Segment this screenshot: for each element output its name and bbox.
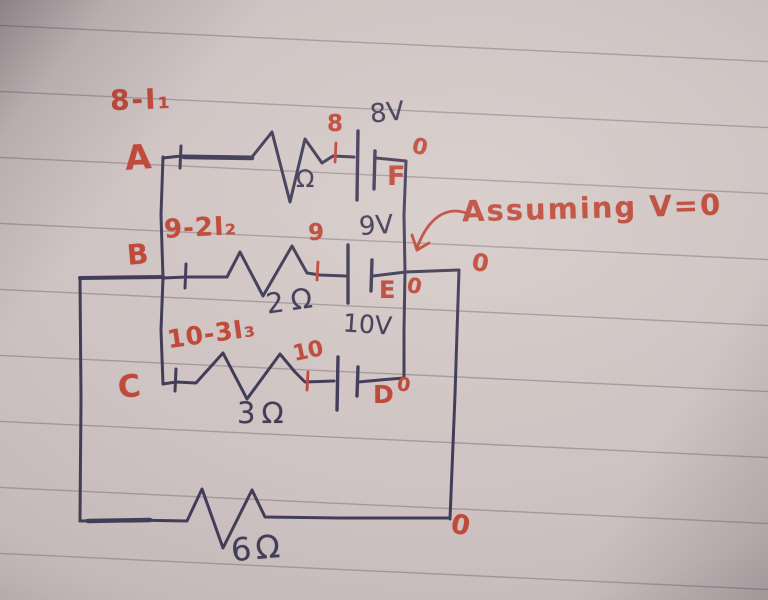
label-node-e: E	[379, 276, 396, 304]
wire-branch-a-thick	[181, 154, 255, 161]
battery-9v-short-plate	[369, 258, 374, 293]
battery-9v	[346, 243, 374, 305]
annotation-arrow-icon	[410, 209, 468, 252]
label-current-branch1: 8	[327, 111, 344, 137]
wire-a-to-b	[159, 155, 165, 280]
battery-8v-short-plate	[372, 149, 377, 191]
label-equation-branch1: 8-I₁	[109, 81, 173, 118]
tick-node-c	[173, 367, 178, 393]
tick-node-a	[178, 144, 183, 170]
circuit-wires	[78, 130, 461, 550]
label-battery-9v: 9V	[357, 209, 395, 243]
battery-10v-long-plate	[335, 355, 340, 412]
wire-b-left-extension	[78, 275, 165, 280]
label-current-branch2: 9	[308, 220, 325, 246]
wire-branch-c	[161, 351, 336, 401]
label-battery-8v: 8V	[368, 96, 406, 130]
label-resistor-r2: 2Ω	[263, 280, 322, 321]
label-resistor-r3: 3Ω	[237, 396, 290, 430]
red-tick-branch-b	[315, 260, 320, 282]
label-equation-branch2: 9-2I₂	[163, 211, 238, 245]
ruled-lines	[0, 24, 768, 591]
wire-branch-b	[161, 244, 348, 298]
red-tick-branch-c	[305, 370, 310, 392]
label-battery-10v: 10V	[342, 308, 393, 341]
wire-d-corner	[356, 376, 406, 384]
wire-bottom-thick	[85, 517, 153, 524]
battery-8v	[355, 129, 377, 202]
wire-left-outer	[78, 276, 83, 523]
red-marks	[305, 141, 468, 392]
battery-10v-short-plate	[355, 365, 360, 398]
label-node-c: C	[116, 367, 143, 407]
battery-8v-long-plate	[355, 129, 360, 202]
wire-right-outer	[448, 268, 461, 521]
label-node-d: D	[373, 380, 394, 409]
label-resistor-r4: 6Ω	[229, 526, 286, 570]
wire-b-to-c	[159, 276, 165, 386]
wire-f-to-e-to-d	[402, 159, 408, 380]
label-node-b: B	[125, 237, 150, 272]
wire-f-corner	[374, 156, 408, 163]
label-resistor-r1: Ω	[296, 165, 315, 193]
label-node-f: F	[387, 161, 406, 192]
wire-e-corner	[371, 270, 408, 278]
label-node-a: A	[123, 137, 153, 179]
wire-e-right-extension	[403, 268, 461, 274]
battery-symbols	[335, 129, 377, 412]
battery-10v	[335, 355, 360, 412]
red-tick-branch-a	[333, 141, 338, 164]
label-annotation-assuming-v0: Assuming V=0	[461, 187, 723, 229]
tick-node-b	[183, 262, 188, 290]
